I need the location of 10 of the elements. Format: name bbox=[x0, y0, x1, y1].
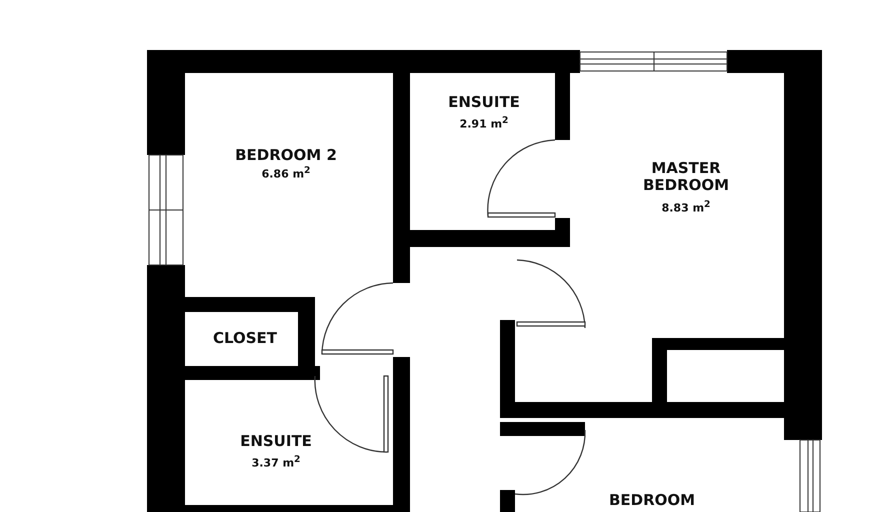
room-name: ENSUITE bbox=[448, 94, 520, 110]
room-name: BEDROOM bbox=[608, 492, 696, 508]
room-name: ENSUITE bbox=[240, 433, 312, 450]
room-name: BEDROOM 2 bbox=[235, 147, 337, 164]
room-area: 8.83 m$^{2}$ bbox=[662, 200, 710, 215]
room-name: CLOSET bbox=[212, 330, 278, 346]
room-area: 2.91 m$^{2}$ bbox=[460, 116, 508, 131]
room-name: MASTER BEDROOM bbox=[642, 160, 730, 193]
room-area: 3.37 m$^{2}$ bbox=[252, 455, 300, 470]
room-area: 6.86 m$^{2}$ bbox=[262, 166, 310, 181]
